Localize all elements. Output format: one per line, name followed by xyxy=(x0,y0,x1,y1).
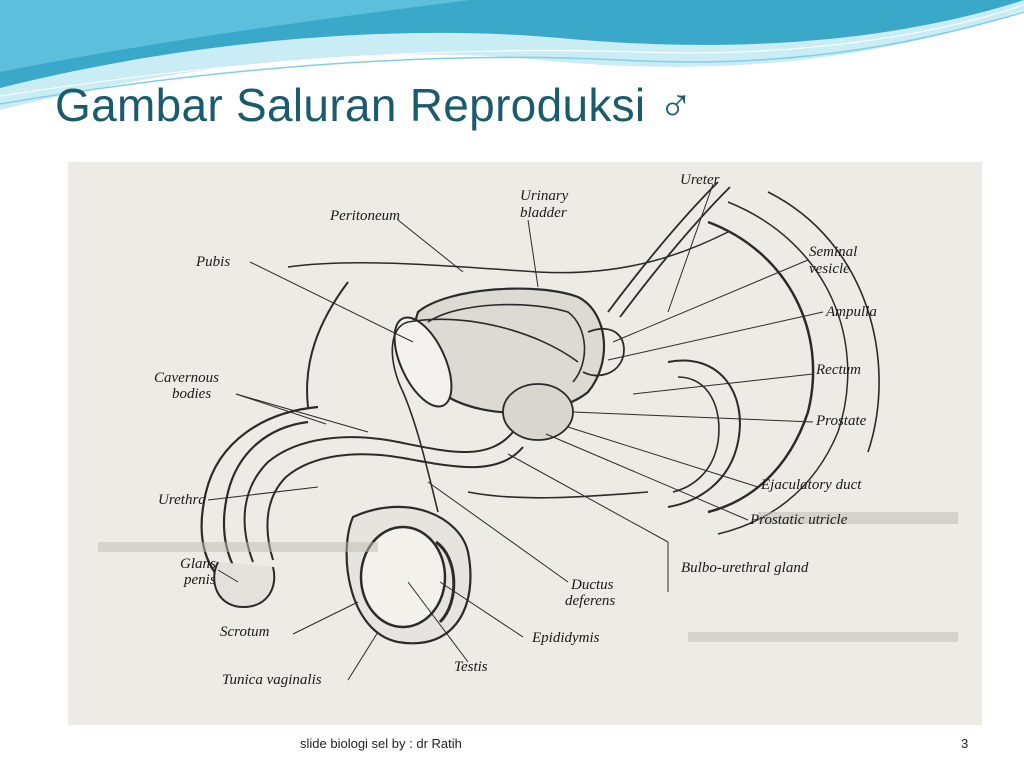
label-ampulla: Ampulla xyxy=(826,304,877,320)
label-bulbo-urethral-gland: Bulbo-urethral gland xyxy=(681,560,809,576)
label-ductus-deferens-line1: Ductus xyxy=(571,577,614,593)
label-ureter: Ureter xyxy=(680,172,720,188)
label-rectum: Rectum xyxy=(816,362,861,378)
label-epididymis: Epididymis xyxy=(532,630,600,646)
label-ejaculatory-duct: Ejaculatory duct xyxy=(761,477,862,493)
slide-title: Gambar Saluran Reproduksi ♂ xyxy=(55,78,693,132)
male-symbol-icon: ♂ xyxy=(658,79,694,131)
slide-title-text: Gambar Saluran Reproduksi xyxy=(55,79,646,131)
label-glans-penis-line1: Glans xyxy=(180,556,216,572)
anatomy-figure: Peritoneum Urinary bladder Ureter Pubis … xyxy=(68,162,982,725)
label-seminal-vesicle-line2: vesicle xyxy=(809,261,850,277)
footer-credit: slide biologi sel by : dr Ratih xyxy=(300,736,462,751)
label-cavernous-bodies-line2: bodies xyxy=(172,386,212,402)
label-peritoneum: Peritoneum xyxy=(330,208,400,224)
anatomy-drawing xyxy=(98,181,958,681)
label-scrotum: Scrotum xyxy=(220,624,270,640)
label-testis: Testis xyxy=(454,659,488,675)
label-urinary-bladder-line2: bladder xyxy=(520,205,567,221)
label-pubis: Pubis xyxy=(196,254,231,270)
label-prostatic-utricle: Prostatic utricle xyxy=(750,512,848,528)
label-glans-penis-line2: penis xyxy=(184,572,216,588)
slide-number: 3 xyxy=(961,736,969,751)
label-seminal-vesicle-line1: Seminal xyxy=(809,244,858,260)
label-urethra: Urethra xyxy=(158,492,206,508)
label-ductus-deferens-line2: deferens xyxy=(565,593,616,609)
label-urinary-bladder-line1: Urinary xyxy=(520,188,569,204)
header-wave-decoration xyxy=(0,0,1024,110)
label-tunica-vaginalis: Tunica vaginalis xyxy=(222,672,322,688)
label-prostate: Prostate xyxy=(816,413,867,429)
label-cavernous-bodies-line1: Cavernous xyxy=(154,370,219,386)
